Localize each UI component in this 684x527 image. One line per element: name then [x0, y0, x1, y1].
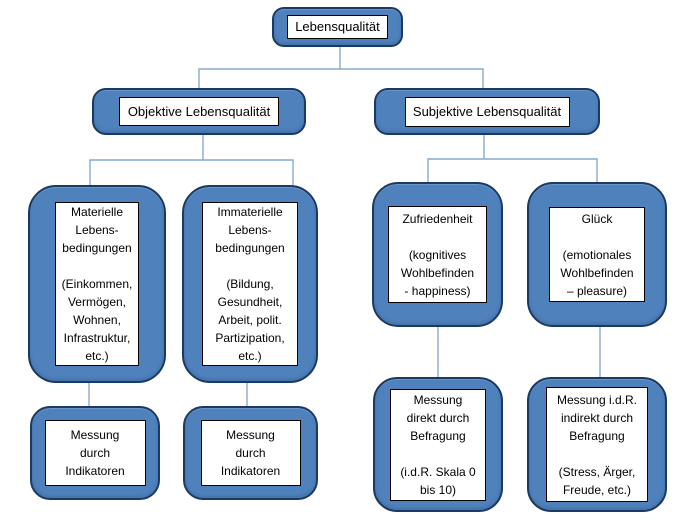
node-glueck: Glück (emotionales Wohlbefinden – pleasu… — [527, 182, 667, 327]
node-lebensqualitaet-label: Lebensqualität — [287, 15, 388, 39]
connector-objective-to-children — [89, 135, 294, 185]
connector-root-to-level2 — [198, 47, 484, 88]
node-immaterielle-lebensbedingungen: Immaterielle Lebens- bedingungen (Bildun… — [182, 185, 318, 383]
node-subjektive-label: Subjektive Lebensqualität — [404, 96, 570, 127]
node-messung-direkt-label: Messung direkt durch Befragung (i.d.R. S… — [390, 388, 486, 501]
node-messung-indikatoren-left: Messung durch Indikatoren — [30, 406, 160, 500]
node-objektive-label: Objektive Lebensqualität — [119, 97, 279, 126]
node-subjektive-lebensqualitaet: Subjektive Lebensqualität — [374, 88, 600, 135]
connector-subjective-to-children — [427, 135, 598, 182]
node-immaterielle-label: Immaterielle Lebens- bedingungen (Bildun… — [202, 202, 298, 366]
node-materielle-label: Materielle Lebens- bedingungen (Einkomme… — [55, 202, 139, 366]
node-materielle-lebensbedingungen: Materielle Lebens- bedingungen (Einkomme… — [28, 185, 166, 383]
node-lebensqualitaet: Lebensqualität — [272, 7, 403, 47]
node-messung-indikatoren-left-label: Messung durch Indikatoren — [44, 420, 146, 486]
node-zufriedenheit: Zufriedenheit (kognitives Wohlbefinden -… — [372, 182, 503, 327]
node-messung-indikatoren-right-label: Messung durch Indikatoren — [200, 420, 301, 486]
node-objektive-lebensqualitaet: Objektive Lebensqualität — [92, 88, 306, 135]
node-glueck-label: Glück (emotionales Wohlbefinden – pleasu… — [549, 207, 645, 302]
node-zufriedenheit-label: Zufriedenheit (kognitives Wohlbefinden -… — [388, 206, 487, 303]
node-messung-indirekt: Messung i.d.R. indirekt durch Befragung … — [527, 377, 667, 512]
node-messung-direkt: Messung direkt durch Befragung (i.d.R. S… — [373, 377, 503, 512]
node-messung-indikatoren-right: Messung durch Indikatoren — [183, 406, 318, 500]
node-messung-indirekt-label: Messung i.d.R. indirekt durch Befragung … — [546, 387, 648, 502]
